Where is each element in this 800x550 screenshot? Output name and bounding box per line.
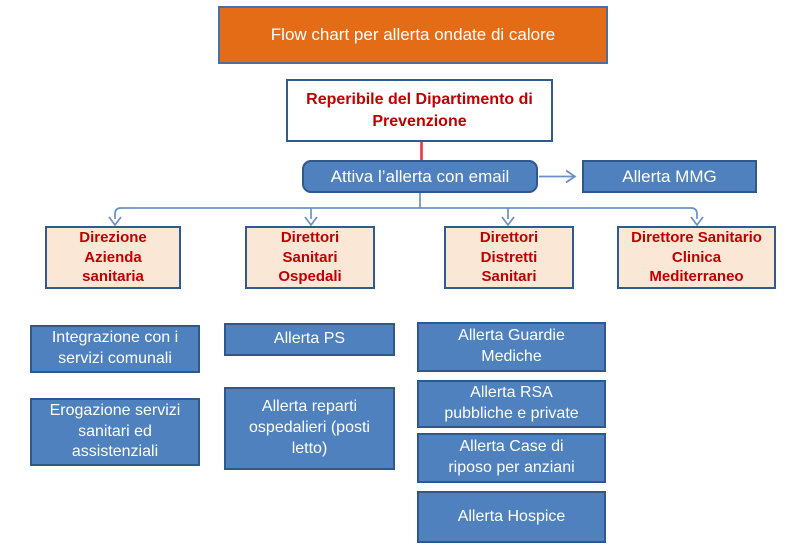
header-direttore-clinica: Direttore Sanitario Clinica Mediterraneo [617, 226, 776, 289]
header-direttori-ospedali: Direttori Sanitari Ospedali [245, 226, 375, 289]
item-integrazione-servizi: Integrazione con i servizi comunali [30, 325, 200, 373]
item-allerta-ps: Allerta PS [224, 323, 395, 356]
branch-tree [108, 193, 704, 227]
item-allerta-case-riposo: Allerta Case di riposo per anziani [417, 433, 606, 483]
email-alert-node: Attiva l’allerta con email [302, 160, 538, 193]
arrow-to-mmg [539, 169, 577, 184]
item-allerta-reparti: Allerta reparti ospedalieri (posti letto… [224, 387, 395, 470]
item-erogazione-servizi: Erogazione servizi sanitari ed assistenz… [30, 398, 200, 466]
item-allerta-hospice: Allerta Hospice [417, 491, 606, 543]
header-direzione-azienda: Direzione Azienda sanitaria [45, 226, 181, 289]
root-node-reperibile: Reperibile del Dipartimento di Prevenzio… [286, 79, 553, 142]
item-allerta-guardie: Allerta Guardie Mediche [417, 322, 606, 372]
mmg-alert-node: Allerta MMG [582, 160, 757, 193]
header-direttori-distretti: Direttori Distretti Sanitari [444, 226, 574, 289]
item-allerta-rsa: Allerta RSA pubbliche e private [417, 380, 606, 428]
chart-title: Flow chart per allerta ondate di calore [218, 6, 608, 64]
